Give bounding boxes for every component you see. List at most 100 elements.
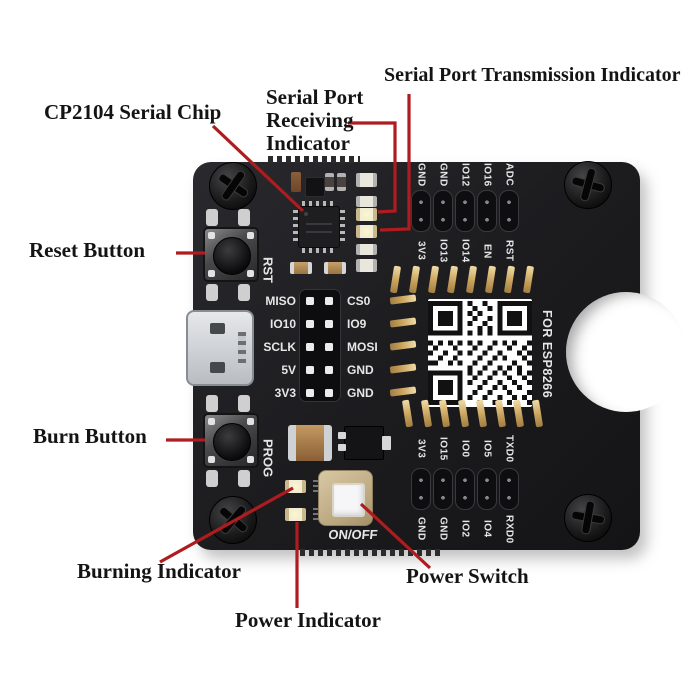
pin-socket: [433, 468, 453, 510]
board-edge-serration-bottom: [300, 549, 440, 556]
pin-label: TXD0: [503, 435, 515, 463]
pin-socket: [433, 190, 453, 232]
pin-socket: [477, 468, 497, 510]
pin-label: GND: [347, 386, 374, 400]
pin-label: GND: [415, 517, 427, 541]
label-serial-port-receiving-indicator: Serial Port Receiving Indicator: [266, 86, 363, 155]
screw-bottom-left: [209, 496, 257, 544]
pin-socket: [499, 468, 519, 510]
label-burning-indicator: Burning Indicator: [77, 559, 241, 583]
pin-label: GND: [437, 163, 449, 187]
serial-tx-indicator-led: [356, 225, 377, 238]
chip-pins-top: [302, 201, 336, 206]
label-power-indicator: Power Indicator: [235, 608, 382, 632]
reset-button-cap: [213, 236, 251, 275]
solder-pad: [206, 209, 218, 226]
serial-rx-indicator-led: [356, 208, 377, 221]
screw-top-right: [564, 161, 612, 209]
screw-bottom-right: [564, 494, 612, 542]
pin-label: GND: [437, 517, 449, 541]
pin-label: IO2: [459, 520, 471, 538]
silkscreen-for-esp8266-label: FOR ESP8266: [540, 309, 554, 399]
pin-socket: [411, 190, 431, 232]
pin-label: MOSI: [347, 340, 378, 354]
power-indicator-led: [285, 508, 306, 521]
pin-socket: [455, 190, 475, 232]
pin-label: ADC: [503, 163, 515, 187]
qr-code: [428, 299, 532, 407]
burn-button-cap: [213, 422, 251, 461]
solder-pad: [238, 209, 250, 226]
pin-label: CS0: [347, 294, 371, 308]
chip-pins-right: [340, 210, 345, 244]
pin-socket: [455, 468, 475, 510]
voltage-regulator: [338, 426, 391, 460]
cp2104-chip: [298, 206, 340, 248]
pin-label: IO16: [481, 163, 493, 187]
pin-label: 3V3: [415, 439, 427, 459]
micro-usb-port: [186, 310, 254, 386]
resistor: [291, 172, 301, 192]
pin-label: EN: [481, 243, 493, 259]
qr-code-pattern: [428, 301, 532, 405]
pin-socket: [411, 468, 431, 510]
power-switch-button: [332, 483, 365, 517]
pin-socket: [477, 190, 497, 232]
label-cp2104-serial-chip: CP2104 Serial Chip: [44, 100, 222, 124]
label-line: Indicator: [266, 131, 350, 155]
pin-label: GND: [415, 163, 427, 187]
reset-button-component: [203, 227, 259, 282]
smd-component: [356, 196, 377, 207]
pin-label: IO12: [459, 163, 471, 187]
pin-label: RXD0: [503, 514, 515, 544]
solder-pad: [238, 395, 250, 412]
screw-top-left: [209, 162, 257, 210]
silkscreen-onoff-label: ON/OFF: [327, 527, 379, 542]
silkscreen-prog-label: PROG: [260, 438, 276, 478]
burn-button-component: [203, 413, 259, 468]
pin-socket: [499, 190, 519, 232]
pin-label: SCLK: [263, 340, 296, 354]
capacitor: [337, 173, 346, 191]
chip-pins-left: [293, 210, 298, 244]
solder-pad: [238, 470, 250, 487]
label-serial-port-transmission-indicator: Serial Port Transmission Indicator: [384, 64, 681, 86]
resistor: [324, 262, 346, 274]
board-edge-cutout: [566, 292, 686, 412]
pin-label: IO14: [459, 239, 471, 263]
label-power-switch: Power Switch: [406, 564, 529, 588]
label-burn-button: Burn Button: [33, 424, 147, 448]
pin-label: IO4: [481, 520, 493, 538]
solder-pad: [206, 470, 218, 487]
pin-label: 3V3: [415, 241, 427, 261]
label-line: Receiving: [266, 108, 354, 132]
programming-header-socket: [299, 289, 341, 402]
chip-pins-bottom: [302, 248, 336, 253]
power-switch-component: [318, 470, 373, 526]
smd-component: [356, 244, 377, 255]
label-line: Serial Port: [266, 85, 364, 109]
pin-label: GND: [347, 363, 374, 377]
pin-label: IO0: [459, 440, 471, 458]
resistor: [290, 262, 312, 274]
smd-component: [356, 259, 377, 272]
solder-pad: [206, 395, 218, 412]
label-reset-button: Reset Button: [29, 238, 146, 262]
pin-label: MISO: [265, 294, 296, 308]
pin-label: IO5: [481, 440, 493, 458]
solder-pad: [206, 284, 218, 301]
board-edge-serration-top: [268, 156, 360, 163]
burning-indicator-led: [285, 480, 306, 493]
pin-label: RST: [503, 240, 515, 262]
pin-label: IO10: [269, 317, 296, 331]
smd-component: [356, 173, 377, 187]
small-ic: [305, 177, 325, 197]
pin-label: IO15: [437, 437, 449, 461]
pin-label: IO13: [437, 239, 449, 263]
usb-pins: [238, 332, 246, 368]
pin-label: IO9: [347, 317, 367, 331]
filter-capacitor: [288, 425, 332, 461]
capacitor: [325, 173, 334, 191]
solder-pad: [238, 284, 250, 301]
